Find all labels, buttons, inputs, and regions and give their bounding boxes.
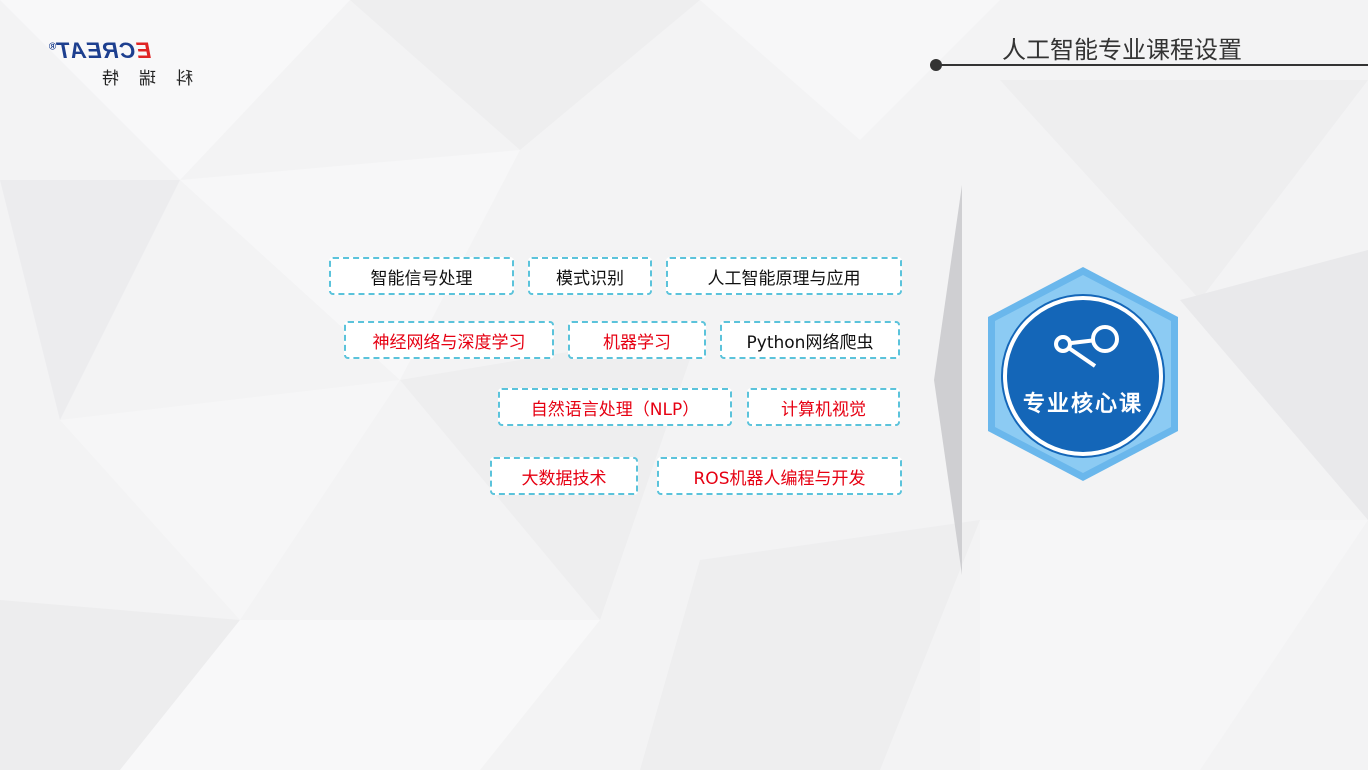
course-tag: 人工智能原理与应用 (666, 257, 902, 295)
share-nodes-icon (1054, 325, 1119, 368)
brand-wordmark: ECREAT® (48, 38, 152, 63)
divider-wedge (934, 185, 962, 575)
page-title: 人工智能专业课程设置 (1002, 36, 1242, 64)
course-tag: 模式识别 (528, 257, 652, 295)
core-courses-label: 专业核心课 (1022, 392, 1143, 417)
course-tag: Python网络爬虫 (720, 321, 900, 359)
title-underline (936, 64, 1368, 66)
course-tag: 神经网络与深度学习 (344, 321, 554, 359)
course-tag: 自然语言处理（NLP） (498, 388, 732, 426)
course-tag: 智能信号处理 (329, 257, 514, 295)
core-courses-badge: 专业核心课 (1003, 296, 1163, 456)
title-bullet-dot (930, 59, 942, 71)
course-tag: 机器学习 (568, 321, 706, 359)
course-tag: 计算机视觉 (747, 388, 900, 426)
brand-chinese-name: 科瑞特 (82, 69, 193, 89)
course-tag: 大数据技术 (490, 457, 638, 495)
course-tag: ROS机器人编程与开发 (657, 457, 902, 495)
brand-logo: ECREAT® 科瑞特 (48, 38, 218, 89)
